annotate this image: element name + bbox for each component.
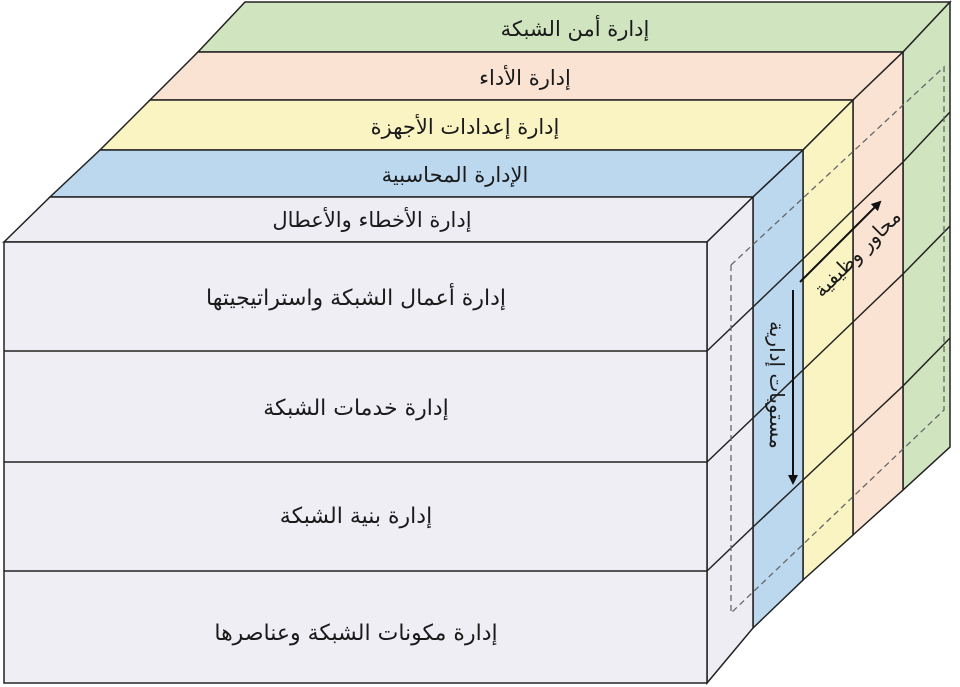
level-label-services: إدارة خدمات الشبكة [263,396,449,421]
layer-label-performance: إدارة الأداء [479,65,571,91]
layer-label-configuration: إدارة إعدادات الأجهزة [371,114,560,140]
functional-axis-arrow [799,200,882,283]
layer-performance [148,50,905,537]
functional-axis-plane [730,65,945,615]
levels-axis-label: مستويات إدارية [764,321,789,449]
layer-label-accounting: الإدارة المحاسبية [382,163,529,187]
layer-configuration [98,98,855,582]
level-label-infrastructure: إدارة بنية الشبكة [280,504,432,529]
layer-security-side [902,0,951,492]
level-label-components: إدارة مكونات الشبكة وعناصرها [214,621,497,646]
layer-performance-side [852,50,904,537]
side-level-lines [706,111,951,572]
level-label-business: إدارة أعمال الشبكة واستراتيجيتها [206,283,506,311]
layer-label-security: إدارة أمن الشبكة [501,15,650,42]
layer-label-fault: إدارة الأخطاء والأعطال [272,207,471,233]
layer-configuration-side [802,98,854,582]
